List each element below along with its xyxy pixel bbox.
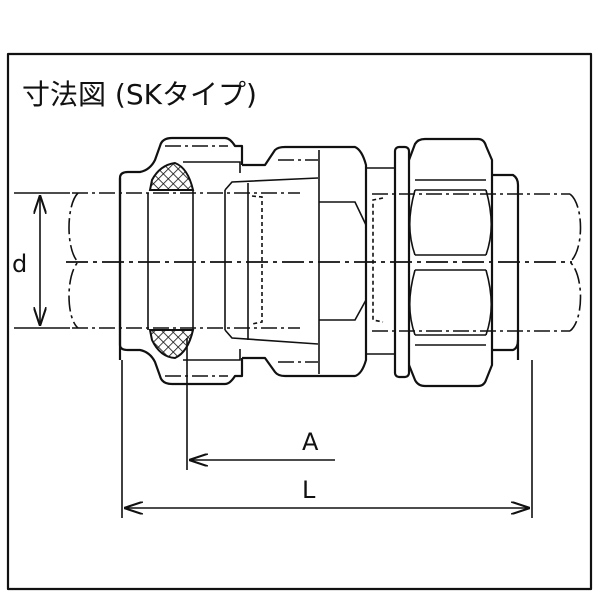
dimension-a-label: A xyxy=(302,428,319,456)
dimension-l xyxy=(121,360,533,518)
frame-border xyxy=(6,52,593,591)
right-nut xyxy=(393,137,520,388)
left-nut xyxy=(118,136,244,386)
dimension-l-label: L xyxy=(302,476,316,504)
seal-ring-bottom xyxy=(148,329,195,360)
pipe-left xyxy=(68,192,300,329)
dimension-d-label: d xyxy=(12,250,27,278)
dimension-a xyxy=(186,338,335,470)
pipe-right xyxy=(372,193,582,332)
dimension-d xyxy=(14,192,70,329)
body-sleeve xyxy=(224,145,394,378)
seal-ring-top xyxy=(148,161,195,191)
drawing-title: 寸法図 (SKタイプ) xyxy=(22,78,257,111)
